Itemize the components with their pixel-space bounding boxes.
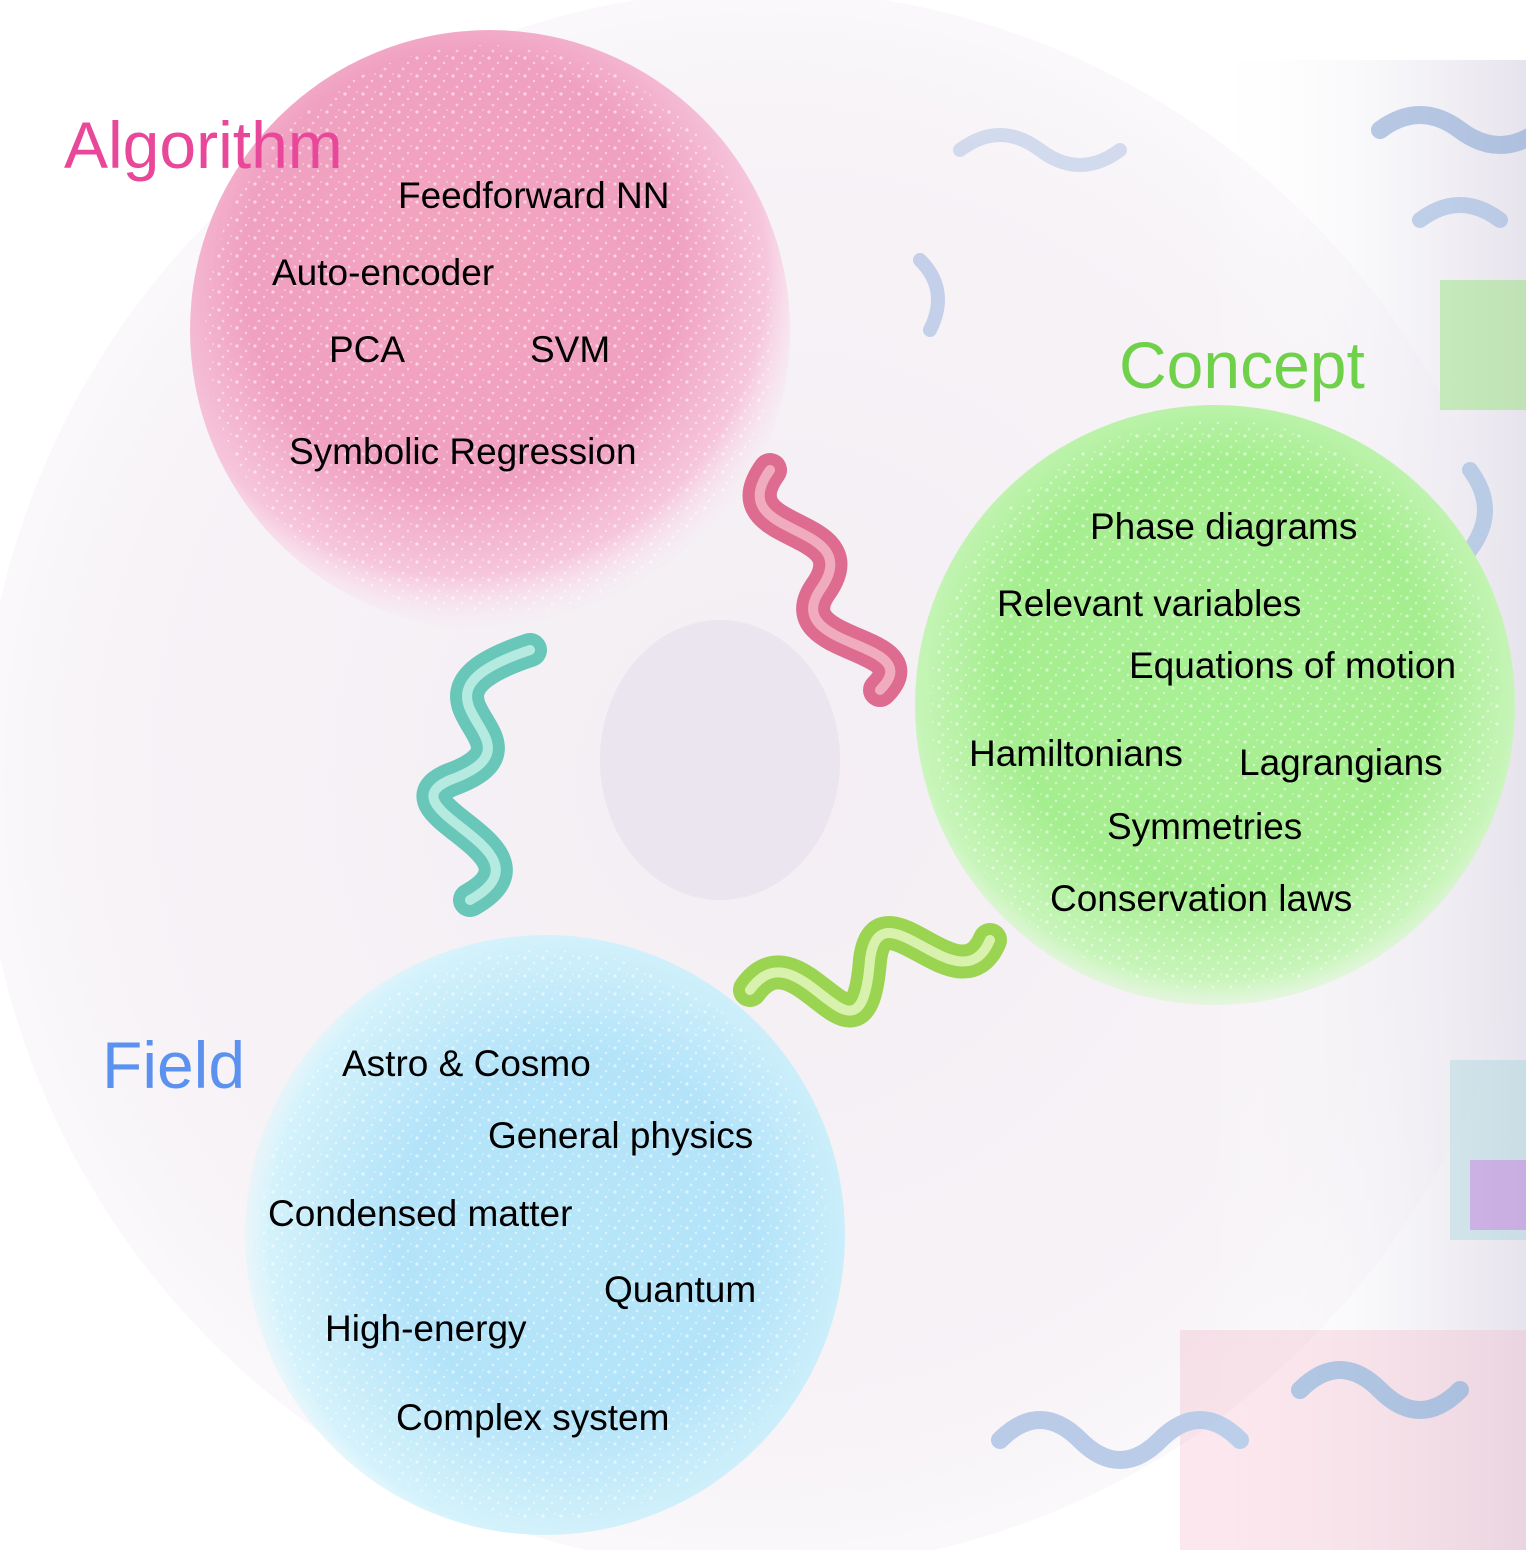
field-item-astro-cosmo: Astro & Cosmo	[342, 1043, 591, 1084]
field-item-general-physics: General physics	[488, 1115, 754, 1156]
algorithm-item-feedforward-nn: Feedforward NN	[398, 175, 670, 216]
teal-helix	[416, 633, 547, 917]
concept-item-phase-diagrams: Phase diagrams	[1090, 506, 1358, 547]
center-blur	[600, 620, 840, 900]
algorithm-item-auto-encoder: Auto-encoder	[272, 252, 495, 293]
green-helix	[733, 916, 1007, 1028]
pink-sphere	[190, 30, 790, 630]
concept-item-lagrangians: Lagrangians	[1239, 742, 1443, 783]
algorithm-title: Algorithm	[64, 108, 343, 182]
concept-item-hamiltonians: Hamiltonians	[969, 733, 1183, 774]
field-item-complex-system: Complex system	[396, 1397, 670, 1438]
concept-title: Concept	[1119, 328, 1365, 402]
concept-item-equations-of-motion: Equations of motion	[1129, 645, 1457, 686]
blue-sphere	[245, 935, 845, 1535]
concept-item-relevant-variables: Relevant variables	[997, 583, 1302, 624]
concept-item-conservation-laws: Conservation laws	[1050, 878, 1353, 919]
algorithm-item-symbolic-regression: Symbolic Regression	[289, 431, 637, 472]
algorithm-item-svm: SVM	[530, 329, 611, 370]
field-item-condensed-matter: Condensed matter	[268, 1193, 573, 1234]
field-title: Field	[102, 1028, 246, 1102]
green-sphere	[915, 405, 1515, 1005]
field-item-quantum: Quantum	[604, 1269, 757, 1310]
field-item-high-energy: High-energy	[325, 1308, 527, 1349]
pink-helix	[742, 453, 908, 707]
concept-item-symmetries: Symmetries	[1107, 806, 1303, 847]
algorithm-item-pca: PCA	[329, 329, 406, 370]
